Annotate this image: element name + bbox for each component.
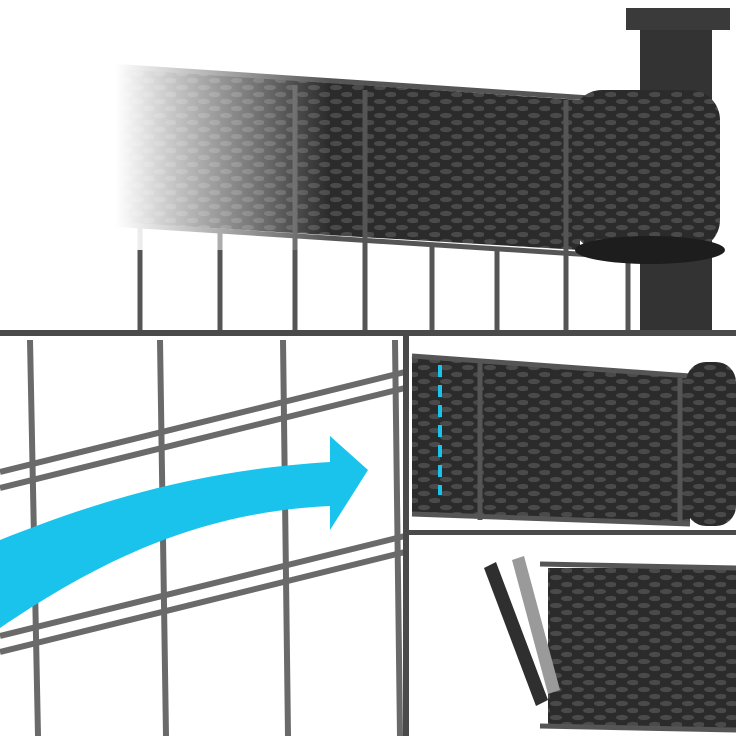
clip-detail-panel	[411, 353, 736, 527]
rattan-roll-small	[686, 362, 736, 526]
mesh-panel	[0, 339, 406, 736]
divider-horizontal	[0, 330, 736, 336]
divider-vertical	[403, 336, 409, 736]
arrow-icon	[0, 436, 368, 628]
post-cap	[626, 8, 730, 30]
rattan-roll	[572, 90, 720, 250]
end-clip-dark	[484, 562, 548, 706]
fence-top-panel	[0, 8, 730, 333]
roll-end	[575, 236, 725, 264]
end-clip-gray	[512, 556, 560, 694]
end-detail-panel	[484, 556, 736, 733]
divider-horizontal-right	[409, 530, 736, 535]
